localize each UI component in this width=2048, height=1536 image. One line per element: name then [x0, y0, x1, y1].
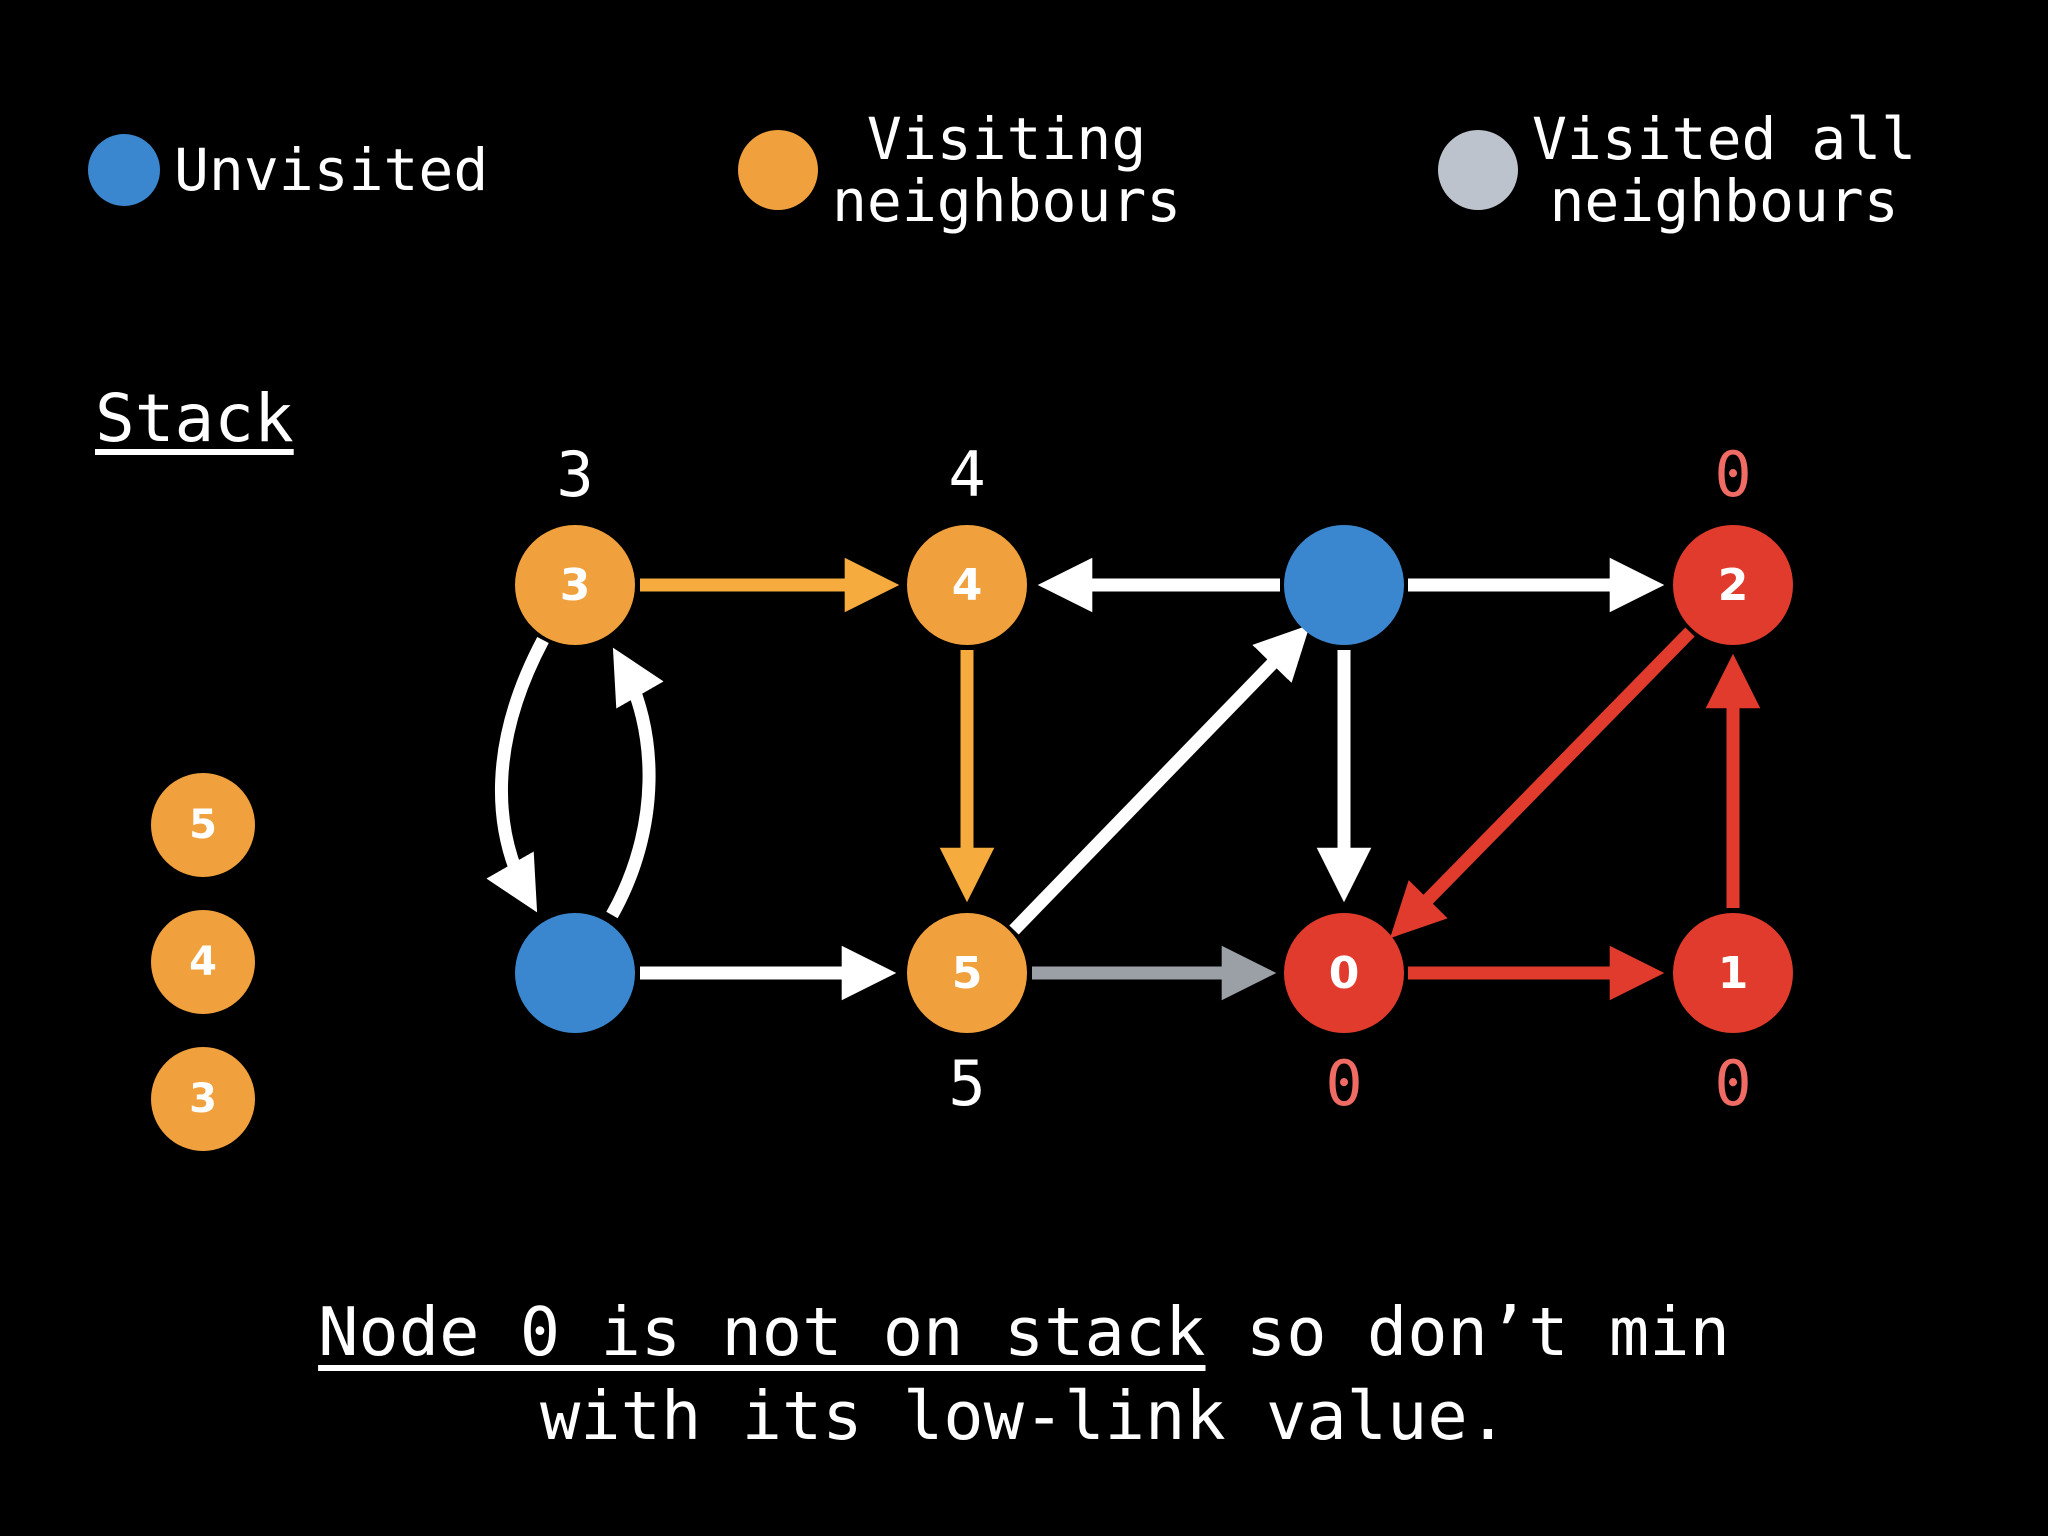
caption-line-2: with its low‑link value. — [539, 1377, 1509, 1455]
graph-node-5-index-label: 5 — [948, 1047, 986, 1120]
legend: Unvisited Visiting neighbours Visited al… — [0, 70, 2048, 232]
graph-node-3[interactable]: 3 — [515, 525, 635, 645]
graph-node-4[interactable]: 4 — [907, 525, 1027, 645]
stack-title: Stack — [95, 380, 294, 457]
legend-label-visiting: Visiting neighbours — [832, 105, 1182, 235]
graph-node-5[interactable]: 5 — [907, 913, 1027, 1033]
graph-node-1[interactable]: 1 — [1673, 913, 1793, 1033]
graph-node-0-lowlink-label: 0 — [1325, 1047, 1363, 1120]
legend-item-visited: Visited all neighbours — [1438, 108, 1916, 232]
graph-node-unvisited-left[interactable] — [515, 913, 635, 1033]
legend-label-visited: Visited all neighbours — [1532, 105, 1917, 235]
unvisited-color-dot-icon — [88, 134, 160, 206]
edge-n5-to-nblue — [1009, 624, 1310, 935]
stack-item-top: 5 — [151, 773, 255, 877]
graph-node-4-index-label: 4 — [948, 438, 986, 511]
graph-node-2-lowlink-label: 0 — [1714, 438, 1752, 511]
graph-node-3-index-label: 3 — [556, 438, 594, 511]
legend-label-unvisited: Unvisited — [174, 136, 489, 204]
visiting-color-dot-icon — [738, 130, 818, 210]
legend-item-visiting: Visiting neighbours — [738, 108, 1181, 232]
caption-rest-phrase: so don’t min — [1205, 1293, 1730, 1371]
edge-n2-to-n0 — [1389, 627, 1695, 939]
stack-item-bottom: 3 — [151, 1047, 255, 1151]
graph-node-1-lowlink-label: 0 — [1714, 1047, 1752, 1120]
caption-underlined-phrase: Node 0 is not on stack — [318, 1293, 1206, 1371]
caption-line-1: Node 0 is not on stack so don’t min — [0, 1290, 2048, 1374]
edge-n3-to-nblue2-curved — [486, 636, 549, 913]
graph-node-unvisited-top[interactable] — [1284, 525, 1404, 645]
caption: Node 0 is not on stack so don’t min with… — [0, 1290, 2048, 1458]
edge-nblue2-to-n3-curved — [606, 647, 664, 919]
graph-node-0[interactable]: 0 — [1284, 913, 1404, 1033]
visited-color-dot-icon — [1438, 130, 1518, 210]
graph-node-2[interactable]: 2 — [1673, 525, 1793, 645]
stack-item-middle: 4 — [151, 910, 255, 1014]
legend-item-unvisited: Unvisited — [88, 134, 488, 206]
